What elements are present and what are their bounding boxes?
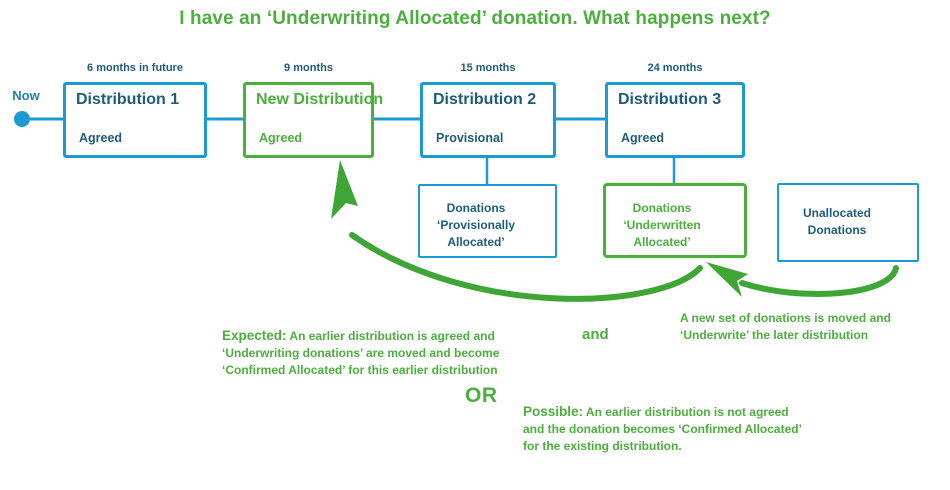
- distribution-box-1[interactable]: Distribution 1 Agreed: [63, 82, 207, 158]
- distribution-box-new[interactable]: New Distribution Agreed: [243, 82, 383, 158]
- distribution-title: Distribution 3: [618, 91, 722, 108]
- donation-box-provisionally-allocated[interactable]: Donations ‘Provisionally Allocated’: [418, 184, 557, 258]
- note-new-donations: A new set of donations is moved and ‘Und…: [680, 311, 891, 342]
- donation-box-underwritten-allocated[interactable]: Donations ‘Underwritten Allocated’: [603, 183, 747, 258]
- timeline-start-dot: [14, 111, 30, 127]
- distribution-title: Distribution 2: [433, 91, 537, 108]
- note-possible-lead: Possible:: [523, 404, 584, 419]
- distribution-status: Agreed: [79, 131, 123, 145]
- distribution-title: New Distribution: [256, 91, 384, 108]
- page-title: I have an ‘Underwriting Allocated’ donat…: [179, 8, 771, 29]
- note-expected: Expected: An earlier distribution is agr…: [222, 310, 552, 379]
- distribution-box-3[interactable]: Distribution 3 Agreed: [605, 82, 745, 158]
- box-connectors: [485, 158, 676, 186]
- note-possible-body: An earlier distribution is not agreed an…: [523, 405, 802, 453]
- milestone-caption-1: 9 months: [284, 62, 333, 74]
- distribution-status: Agreed: [259, 131, 303, 145]
- donation-box-unallocated[interactable]: Unallocated Donations: [777, 183, 919, 262]
- milestone-caption-3: 24 months: [647, 62, 703, 74]
- distribution-status: Provisional: [436, 131, 504, 145]
- arrow-unallocated-to-underwritten: [706, 262, 899, 297]
- note-expected-lead: Expected:: [222, 328, 287, 343]
- donation-box-label: Donations ‘Underwritten Allocated’: [623, 201, 701, 249]
- milestone-caption-2: 15 months: [460, 62, 516, 74]
- distribution-box-2[interactable]: Distribution 2 Provisional: [420, 82, 556, 158]
- timeline-now-label: Now: [12, 88, 40, 103]
- note-or-connector: OR: [465, 384, 498, 407]
- donation-box-label: Unallocated Donations: [802, 206, 871, 237]
- milestone-caption-0: 6 months in future: [87, 62, 183, 74]
- note-and-connector: and: [582, 326, 609, 343]
- note-possible: Possible: An earlier distribution is not…: [523, 386, 853, 455]
- distribution-status: Agreed: [621, 131, 665, 145]
- note-expected-body: An earlier distribution is agreed and ‘U…: [222, 329, 500, 377]
- distribution-title: Distribution 1: [76, 91, 180, 108]
- donation-box-label: Donations ‘Provisionally Allocated’: [436, 201, 516, 249]
